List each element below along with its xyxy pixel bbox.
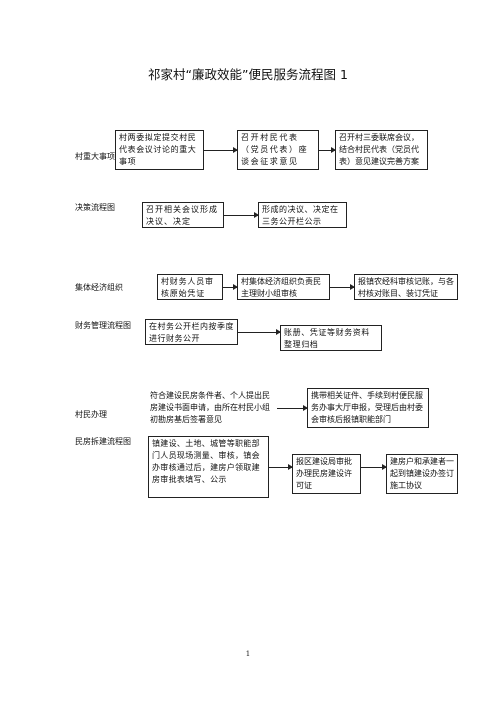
flow-arrow (361, 464, 387, 470)
flow-box-housing-2: 报区建设局审批办理民房建设许可证 (292, 454, 361, 494)
flow-box-finance-1: 在村务公开栏内按季度进行财务公开 (145, 319, 238, 345)
flow-box-collective-2: 村集体经济组织负责民主理财小组审核 (237, 274, 330, 300)
flow-arrow (319, 147, 336, 153)
section-label-major-affairs: 村重大事项 (75, 152, 115, 161)
flow-box-decision-2: 形成的决议、决定在三务公开栏公示 (258, 202, 347, 228)
flow-box-villager-1: 符合建设民房条件者、个人提出民房建设书面申请，由所在村民小组初勘房基后签署意见 (144, 388, 277, 428)
flow-box-major-affairs-1: 村两委拟定提交村民代表会议讨论的重大事项 (115, 130, 204, 170)
flow-box-decision-1: 召开相关会议形成决议、决定 (142, 202, 224, 228)
flow-arrow (204, 147, 238, 153)
flow-box-housing-1: 镇建设、土地、城管等职能部门人员现场测量、审核，镇会办审核通过后，建房户领取建房… (148, 436, 269, 498)
flow-box-major-affairs-2: 召开村民代表（党员代表）座谈会征求意见 (237, 130, 319, 170)
flow-arrow (223, 284, 238, 290)
section-label-collective-economy: 集体经济组织 (75, 283, 123, 292)
flow-arrow (269, 464, 293, 470)
flow-box-collective-3: 报镇农经科审核记账，与各村核对账目、装订凭证 (354, 274, 458, 300)
page-number: 1 (245, 650, 251, 658)
flow-arrow (330, 284, 355, 290)
flow-box-housing-3: 建房户和承建者一起到镇建设办签订施工协议 (386, 454, 458, 494)
flow-box-major-affairs-3: 召开村三委联席会议，结合村民代表（党员代表）意见建议完善方案 (335, 130, 428, 170)
section-label-villager: 村民办理 (75, 410, 107, 419)
flow-box-villager-2: 携带相关证件、手续到村便民服务办事大厅申报，受理后由村委会审核后报镇职能部门 (307, 388, 429, 428)
section-label-decision: 决策流程图 (75, 203, 115, 212)
flow-box-finance-2: 账册、凭证等财务资料整理归档 (280, 325, 382, 351)
section-label-housing: 民房拆建流程图 (75, 437, 131, 446)
flow-arrow (277, 405, 308, 411)
page-title: 祁家村“廉政效能”便民服务流程图 1 (148, 67, 348, 82)
flow-arrow (224, 212, 259, 218)
section-label-finance: 财务管理流程图 (75, 321, 131, 330)
flow-arrow (238, 329, 281, 335)
flow-box-collective-1: 村财务人员审核原始凭证 (157, 274, 223, 300)
